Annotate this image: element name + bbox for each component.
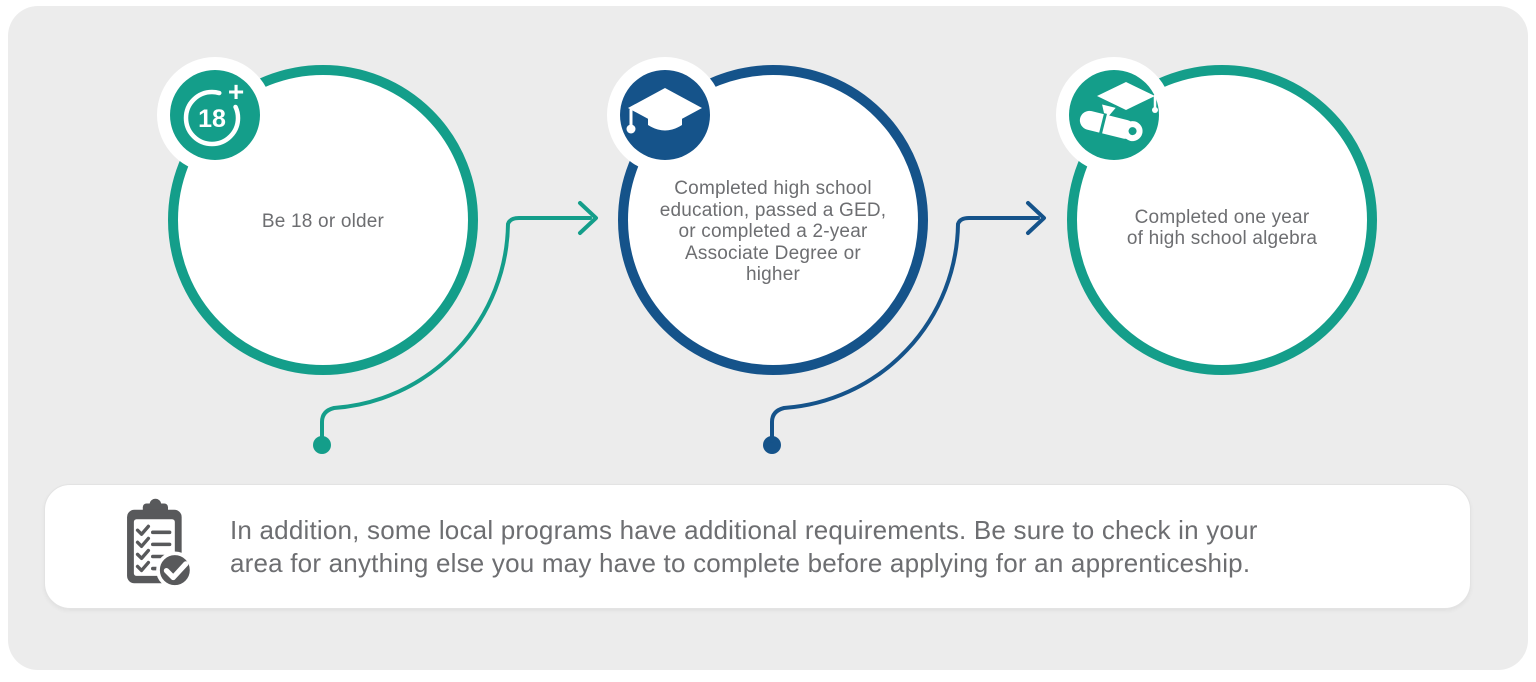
step-label-age: Be 18 or older: [261, 211, 385, 233]
age-badge-number: 18: [198, 105, 226, 133]
algebra-badge: [1056, 57, 1172, 173]
requirement-circle-algebra: Completed one year of high school algebr…: [1056, 57, 1377, 375]
diploma-scroll-icon: [1069, 70, 1159, 160]
note-card: In addition, some local programs have ad…: [44, 484, 1471, 609]
note-text: In addition, some local programs have ad…: [230, 514, 1258, 578]
age-18-plus-icon: 18 +: [170, 70, 260, 160]
graduation-cap-icon: [620, 70, 710, 160]
step-label-algebra: Completed one year of high school algebr…: [1126, 206, 1318, 250]
education-badge: [607, 57, 723, 173]
step-label-education: Completed high school education, passed …: [659, 178, 887, 286]
requirement-circle-education: Completed high school education, passed …: [607, 57, 928, 375]
requirement-circle-age: 18 + Be 18 or older: [157, 57, 478, 375]
age-badge-plus: +: [228, 76, 244, 107]
age-badge: 18 +: [157, 57, 273, 173]
clipboard-check-icon: [127, 498, 194, 589]
